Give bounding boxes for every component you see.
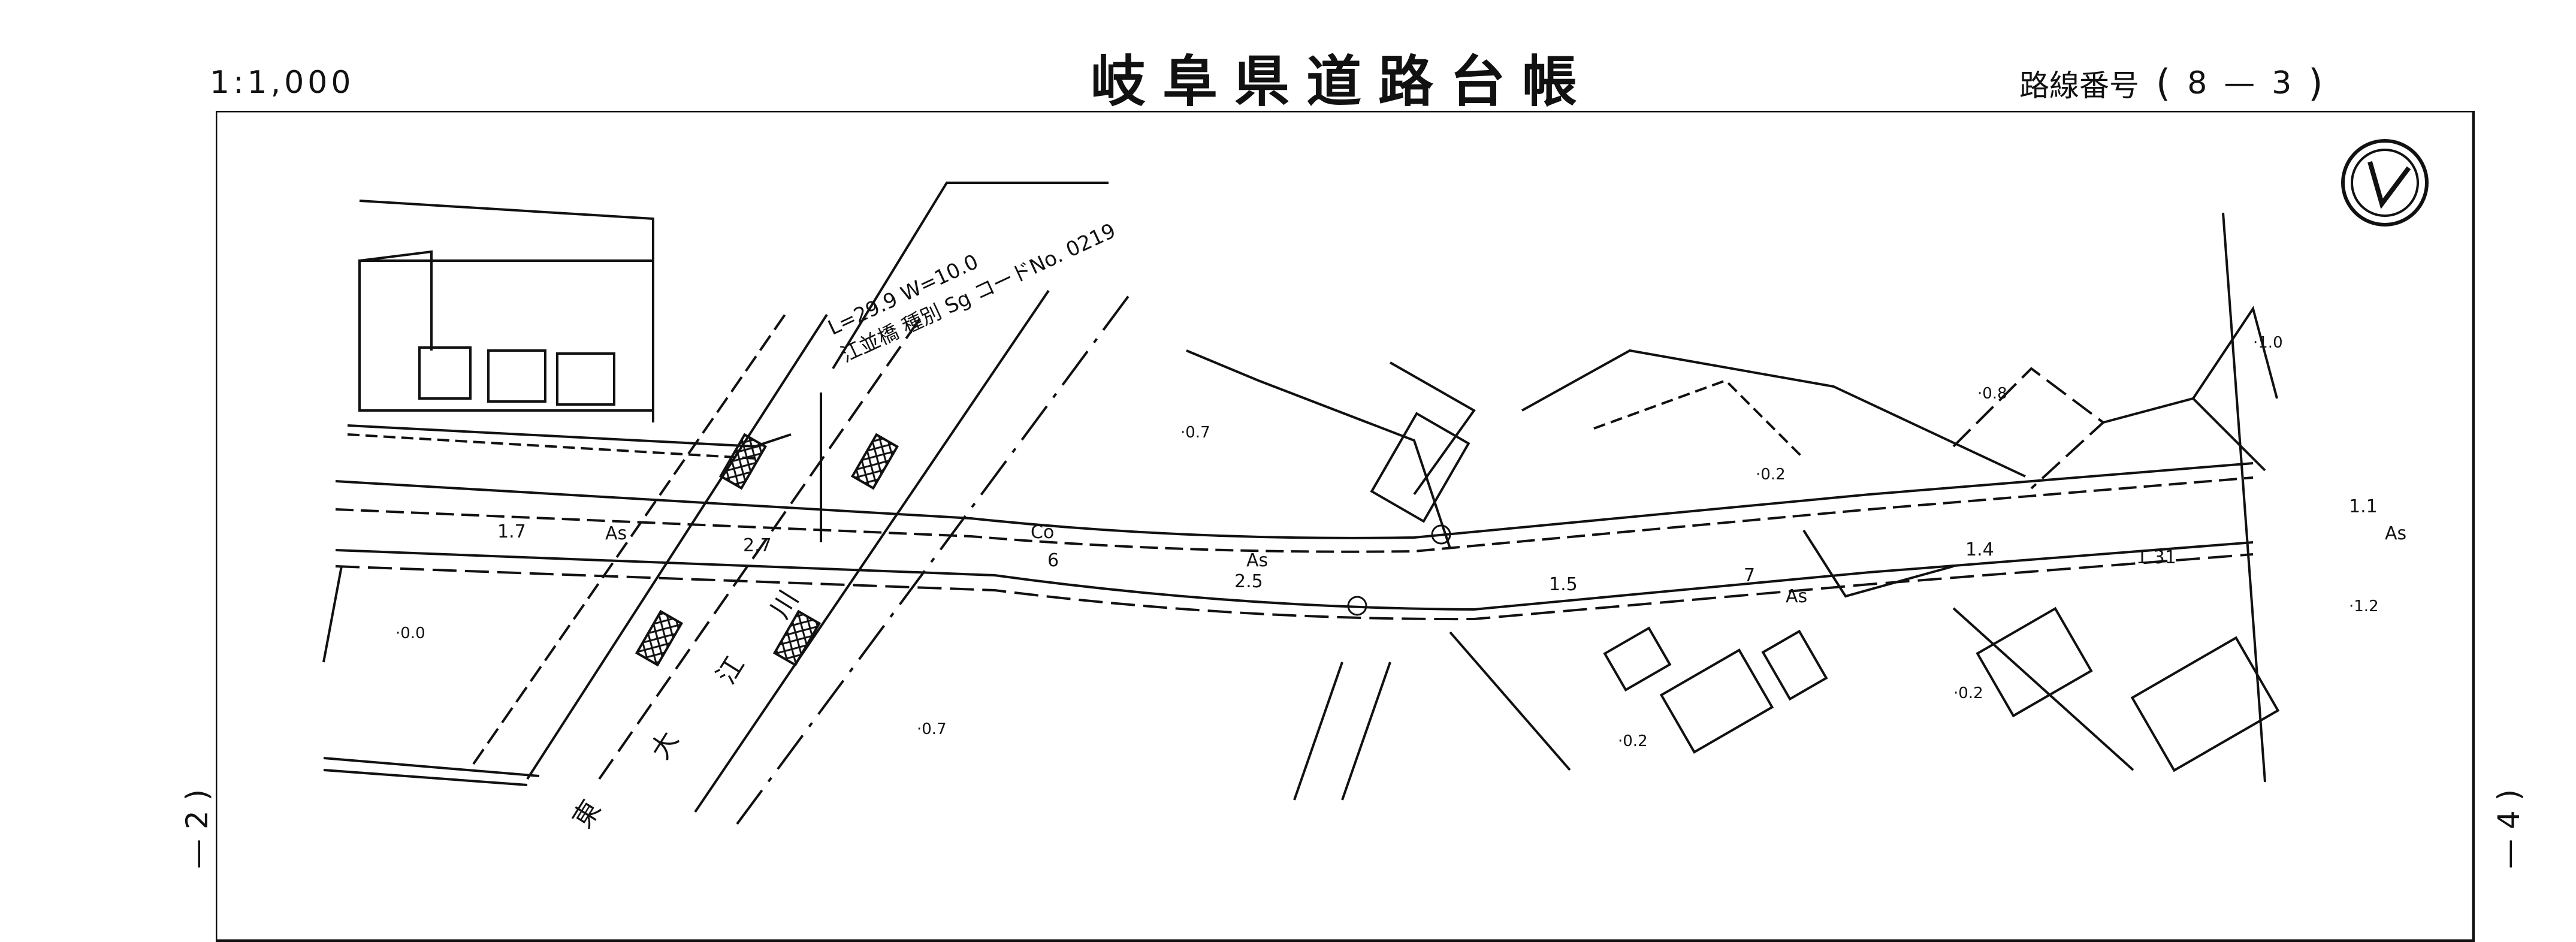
shoulder-3: 2.5 xyxy=(1234,571,1263,592)
marker-2 xyxy=(1347,596,1367,616)
lot-line-center-3 xyxy=(1521,349,2026,478)
shoulder-6: 1.1 xyxy=(2349,496,2378,517)
lot-line-center-2 xyxy=(1390,361,1476,496)
shoulder-7: 1.31 xyxy=(2136,547,2176,568)
building-2 xyxy=(487,349,546,403)
spot-height-6: ·0.8 xyxy=(1977,385,2007,403)
route-minor-number: 3 xyxy=(2272,65,2292,101)
shoulder-4: 1.5 xyxy=(1549,574,1578,595)
bridge-pier-2 xyxy=(850,433,899,490)
route-major-number: 8 xyxy=(2187,65,2207,101)
spot-height-5: ·0.2 xyxy=(1756,466,1786,484)
building-3 xyxy=(556,352,615,406)
river-bank-0 xyxy=(472,313,786,765)
spot-height-9: ·0.2 xyxy=(1953,684,1983,702)
bridge-leader-1 xyxy=(832,182,1109,370)
spot-height-4: ·0.2 xyxy=(1618,732,1648,750)
road-edge-lower-dash xyxy=(335,553,2254,621)
river-bank-1 xyxy=(526,313,828,780)
river-char-2: 大 xyxy=(645,726,685,764)
width-label-7: 7 xyxy=(1744,565,1755,586)
building-lower-4 xyxy=(1976,606,2093,718)
side-road-upper-left xyxy=(347,424,792,448)
building-1 xyxy=(418,346,472,400)
lot-line-lower-2 xyxy=(1341,662,1391,801)
surface-label-5: As xyxy=(2385,523,2406,544)
river-char-1: 東 xyxy=(567,795,607,833)
building-lower-1 xyxy=(1603,626,1672,692)
bridge-pier-4 xyxy=(772,609,822,667)
lot-line-center-4 xyxy=(1593,379,1805,460)
spot-height-1: ·0.7 xyxy=(1180,424,1210,442)
river-bank-2 xyxy=(598,313,924,780)
building-center xyxy=(1370,412,1470,523)
bridge-pier-3 xyxy=(635,609,684,667)
lot-line-lower-left-2 xyxy=(323,769,528,786)
building-lower-3 xyxy=(1761,629,1828,701)
surface-label-4: As xyxy=(1786,586,1807,607)
building-outline-a xyxy=(359,250,433,351)
spot-height-3: ·0.7 xyxy=(917,720,947,738)
river-char-3: 江 xyxy=(711,651,751,689)
map-frame xyxy=(216,111,2475,942)
road-edge-lower xyxy=(335,541,2254,611)
lot-line-lower-3 xyxy=(1449,631,1571,771)
surface-label-3: As xyxy=(1246,550,1268,571)
lot-line-lower-left-1 xyxy=(323,757,540,777)
left-sheet-number: 2 xyxy=(180,810,215,830)
route-paren-close: ) xyxy=(2308,61,2323,105)
spot-height-8: ·1.2 xyxy=(2349,597,2379,615)
road-map-sheet: As Co As As As 6 7 1.7 2.7 2.5 1.5 1.4 1… xyxy=(216,111,2475,942)
route-paren-open: ( xyxy=(2156,61,2171,105)
map-scale: 1:1,000 xyxy=(210,65,355,101)
north-arrow-icon xyxy=(2341,139,2429,227)
lot-line-lower-4 xyxy=(1952,607,2134,771)
route-dash: — xyxy=(2224,65,2255,101)
route-number-label: 路線番号 xyxy=(2019,68,2139,103)
shoulder-5: 1.4 xyxy=(1965,539,1994,560)
road-centerline xyxy=(335,476,2254,553)
side-road-upper-left-dash xyxy=(347,433,756,460)
building-lower-2 xyxy=(1659,648,1774,754)
width-label-6: 6 xyxy=(1047,550,1059,571)
lot-line-lower-1 xyxy=(1293,662,1343,801)
lot-line-lower-left-3 xyxy=(322,566,343,663)
route-number: 路線番号 ( 8 — 3 ) xyxy=(2019,61,2323,105)
surface-label-2: Co xyxy=(1031,522,1054,543)
lot-line-right-edge xyxy=(2222,212,2266,783)
lot-line-right-1 xyxy=(1952,367,2106,490)
lot-line-right-3 xyxy=(2192,306,2278,400)
shoulder-2: 2.7 xyxy=(743,535,772,556)
building-lower-5 xyxy=(2130,636,2280,772)
bridge-pier-1 xyxy=(718,433,768,490)
river-bank-3 xyxy=(694,289,1050,813)
river-bank-4 xyxy=(736,289,1134,825)
building-block-upper-left xyxy=(358,259,654,412)
surface-label-1: As xyxy=(605,523,627,544)
spot-height-2: ·0.0 xyxy=(395,624,425,642)
shoulder-1: 1.7 xyxy=(497,521,526,542)
lot-line-center-1 xyxy=(1186,349,1451,549)
right-sheet-number: 4 xyxy=(2492,810,2526,830)
lot-line-center-5 xyxy=(1802,529,1954,598)
marker-1 xyxy=(1431,524,1451,545)
spot-height-7: ·1.0 xyxy=(2253,334,2283,352)
lot-line-upper-left xyxy=(359,200,654,422)
map-title: 岐阜県道路台帳 xyxy=(1091,50,1594,114)
road-edge-upper xyxy=(335,462,2254,539)
